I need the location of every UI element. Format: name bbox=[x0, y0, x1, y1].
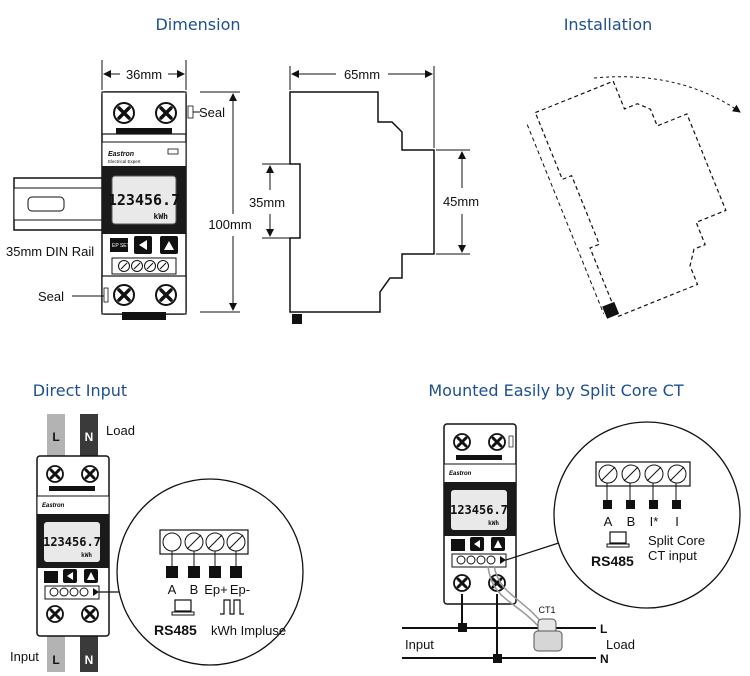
ep-set-label: EP SET bbox=[112, 243, 130, 249]
svg-text:Eastron: Eastron bbox=[108, 151, 134, 158]
split-input-label: Input bbox=[405, 637, 434, 652]
split-lcd-unit: kWh bbox=[488, 520, 499, 527]
kwh-impulse-label: kWh Impluse bbox=[211, 623, 286, 638]
direct-input-diagram: L N L N Load Input Eastron 123456.7 kWh bbox=[10, 414, 304, 672]
direct-terminal-a: A bbox=[168, 582, 177, 597]
split-terminal-a: A bbox=[604, 514, 613, 529]
meter-front-view: Eastron Electrical Expert 123456.7 kWh E… bbox=[13, 91, 194, 320]
seal-top-label: Seal bbox=[199, 105, 225, 120]
direct-input-title: Direct Input bbox=[33, 381, 127, 400]
meter-side-view bbox=[289, 91, 435, 324]
l-top-label: L bbox=[52, 430, 59, 444]
split-load-label: Load bbox=[606, 637, 635, 652]
ct-input-label-line2: CT input bbox=[648, 548, 697, 563]
svg-text:Electrical Expert: Electrical Expert bbox=[108, 159, 141, 164]
pulse-icon bbox=[220, 599, 244, 615]
l-bottom-label: L bbox=[52, 653, 59, 667]
direct-terminal-b: B bbox=[190, 582, 199, 597]
computer-icon bbox=[171, 599, 195, 616]
ct-input-label-line1: Split Core bbox=[648, 533, 705, 548]
split-terminal-i-star: I* bbox=[650, 514, 659, 529]
split-lcd-reading: 123456.7 bbox=[450, 503, 508, 517]
direct-input-label: Input bbox=[10, 649, 39, 664]
direct-lcd-unit: kWh bbox=[81, 552, 92, 559]
installation-illustration bbox=[526, 76, 741, 319]
split-core-title: Mounted Easily by Split Core CT bbox=[428, 381, 683, 400]
split-computer-icon bbox=[606, 531, 630, 548]
split-terminal-b: B bbox=[627, 514, 636, 529]
rail-35mm-label: 35mm bbox=[249, 195, 285, 210]
ct1-clamp bbox=[533, 618, 563, 652]
split-n-label: N bbox=[600, 652, 609, 666]
width-36mm-label: 36mm bbox=[126, 67, 162, 82]
ct1-label: CT1 bbox=[538, 605, 555, 615]
n-top-label: N bbox=[85, 430, 94, 444]
installation-title: Installation bbox=[564, 15, 653, 34]
dimension-title: Dimension bbox=[155, 15, 240, 34]
direct-load-label: Load bbox=[106, 423, 135, 438]
side-45mm-label: 45mm bbox=[443, 194, 479, 209]
split-terminal-i: I bbox=[675, 514, 679, 529]
direct-lcd-reading: 123456.7 bbox=[43, 535, 101, 549]
seal-bottom-label: Seal bbox=[38, 289, 64, 304]
depth-65mm-label: 65mm bbox=[344, 67, 380, 82]
direct-terminal-ep-plus: Ep+ bbox=[204, 582, 228, 597]
lcd-reading: 123456.7 bbox=[108, 191, 180, 209]
split-rs485-label: RS485 bbox=[591, 553, 634, 569]
split-core-diagram: Eastron 123456.7 kWh A bbox=[402, 421, 741, 666]
n-bottom-label: N bbox=[85, 653, 94, 667]
svg-text:Eastron: Eastron bbox=[42, 503, 65, 509]
lcd-unit: kWh bbox=[154, 212, 169, 221]
din-rail-label: 35mm DIN Rail bbox=[6, 244, 94, 259]
split-l-label: L bbox=[600, 622, 607, 636]
direct-terminal-ep-minus: Ep- bbox=[230, 582, 250, 597]
svg-text:Eastron: Eastron bbox=[449, 471, 472, 477]
direct-rs485-label: RS485 bbox=[154, 622, 197, 638]
height-100mm-label: 100mm bbox=[208, 217, 251, 232]
